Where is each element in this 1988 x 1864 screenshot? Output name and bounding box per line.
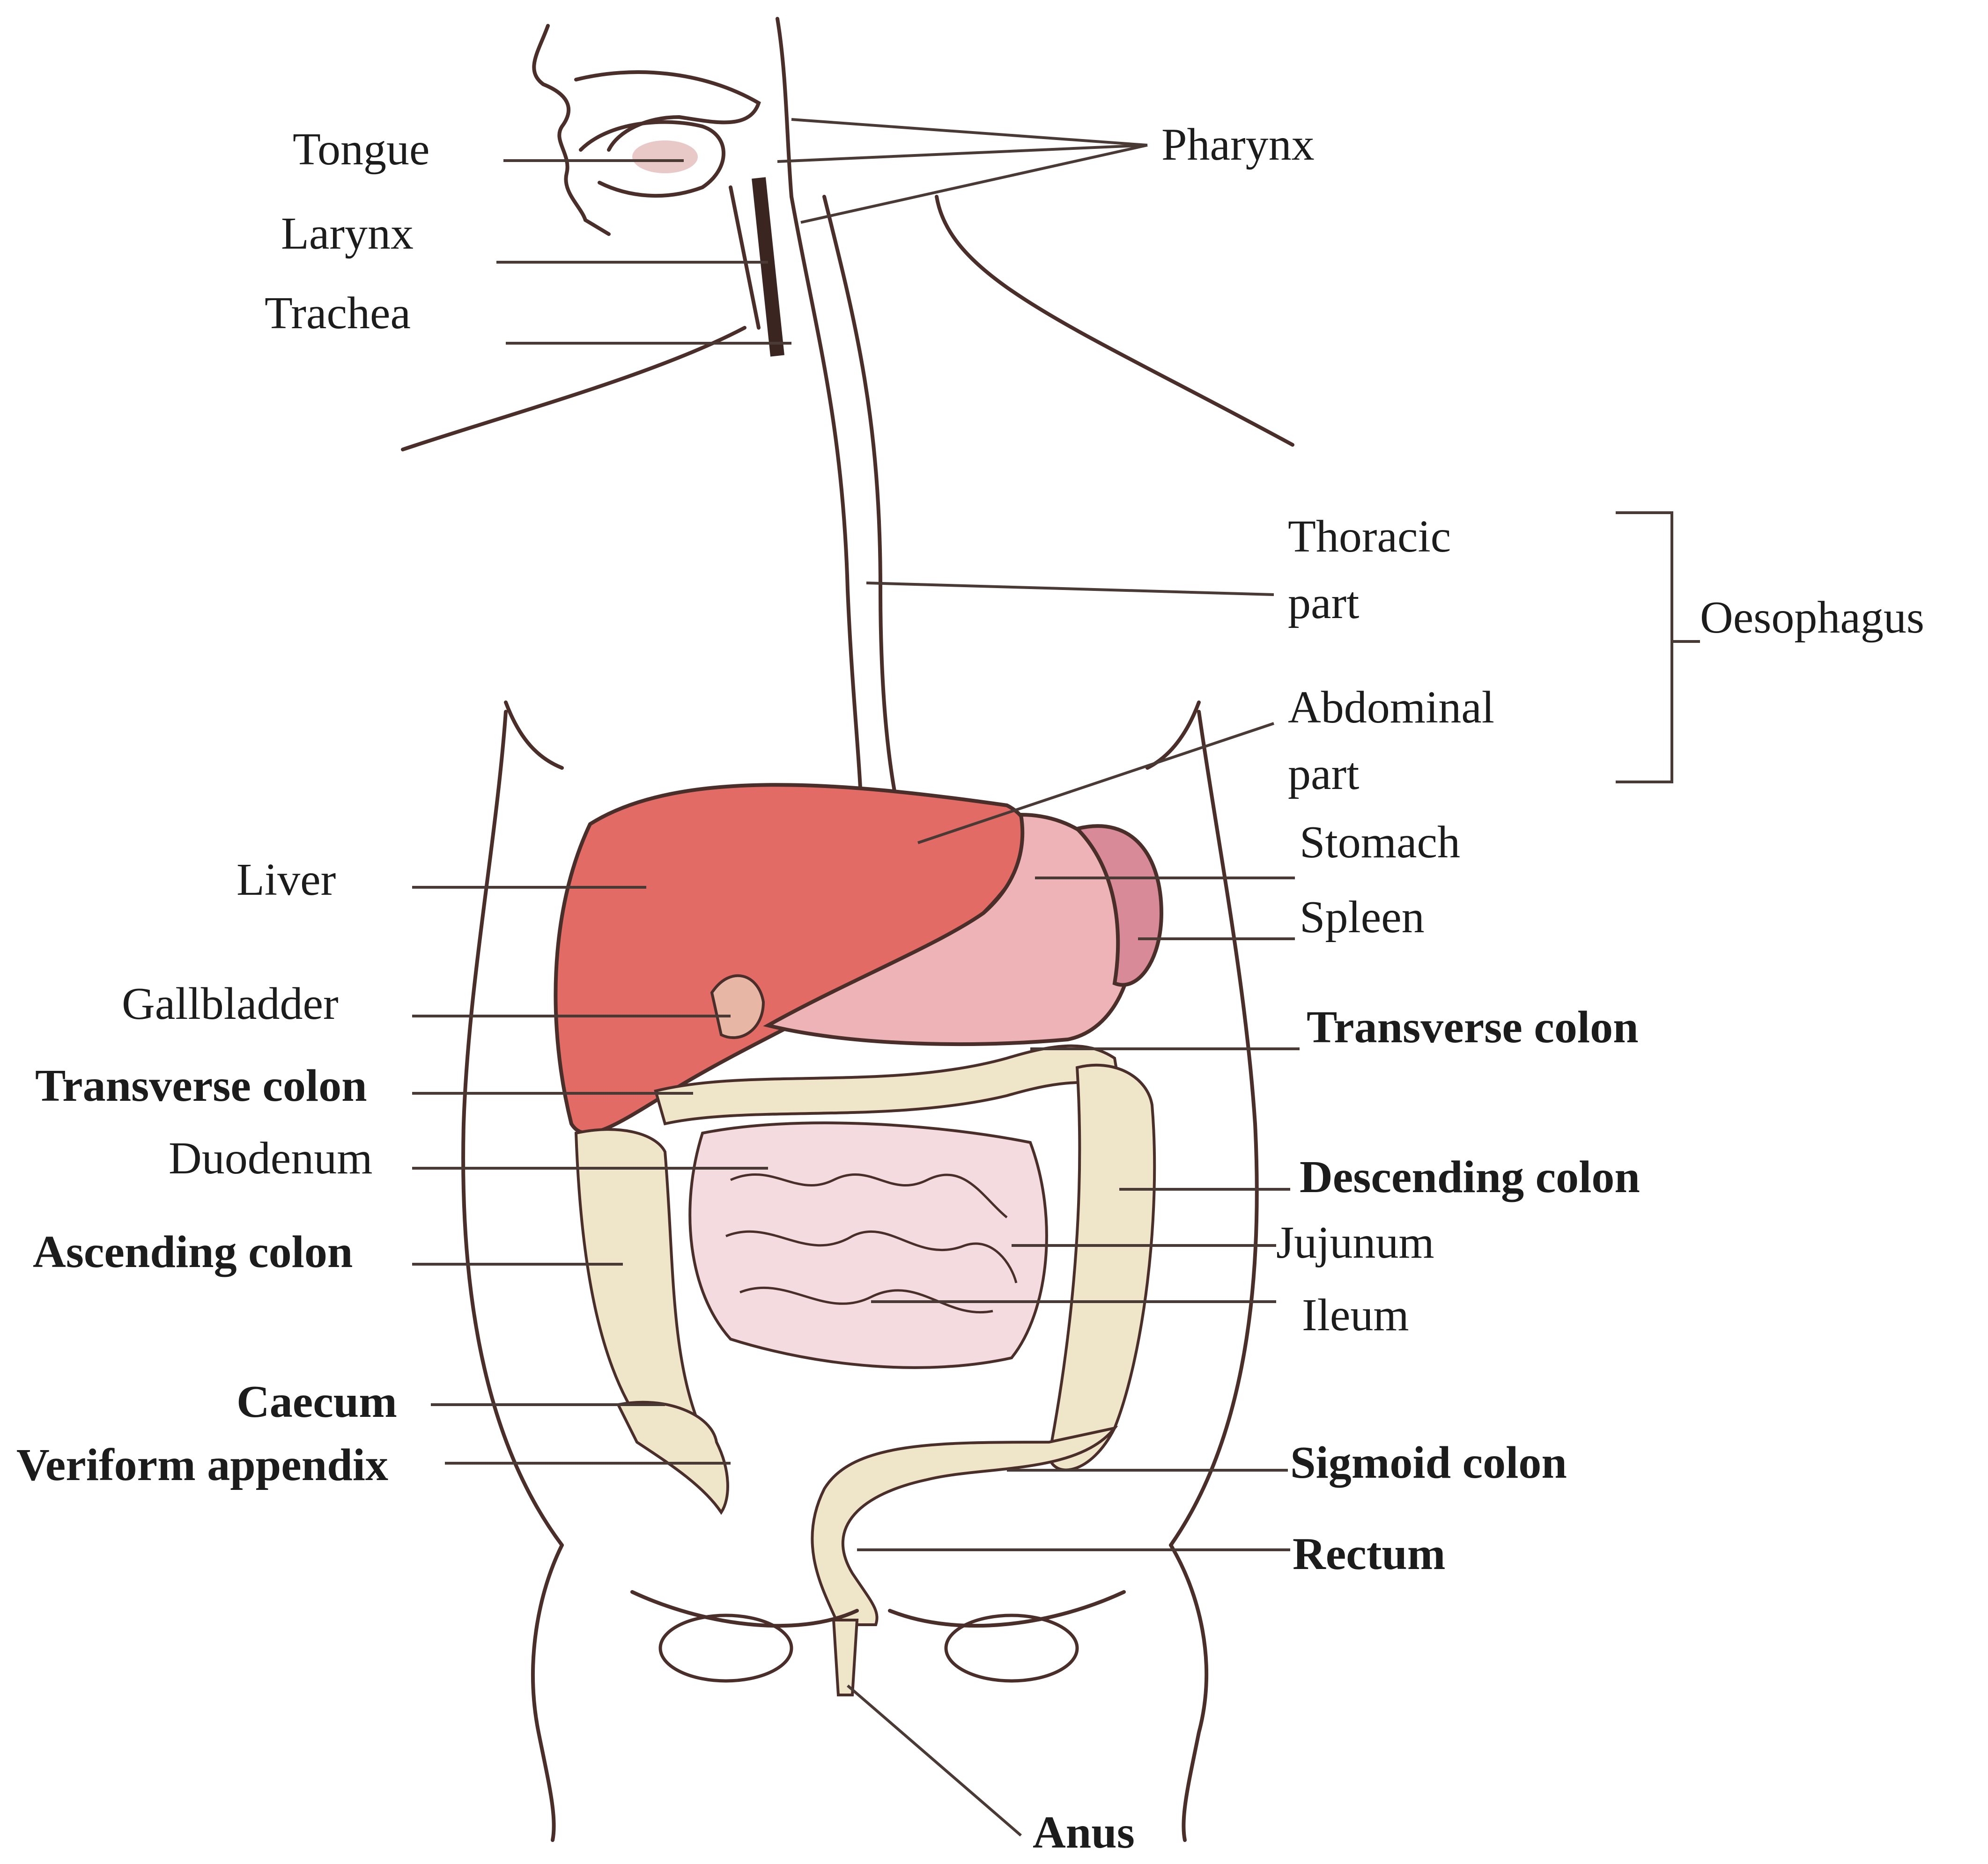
descending-colon-shape [1049, 1065, 1154, 1470]
pelvis-left [533, 1545, 562, 1840]
label-oesophagus: Oesophagus [1700, 592, 1924, 644]
neck-back [777, 19, 791, 197]
label-ascending-colon: Ascending colon [33, 1227, 353, 1278]
label-liver: Liver [236, 855, 336, 906]
label-rectum: Rectum [1293, 1529, 1446, 1580]
label-pharynx: Pharynx [1161, 119, 1315, 171]
label-stomach: Stomach [1300, 817, 1460, 869]
label-trachea: Trachea [265, 288, 411, 339]
label-spleen: Spleen [1300, 892, 1425, 943]
leader-pharynx-1 [791, 119, 1147, 145]
obturator-left [660, 1615, 791, 1681]
leader-pharynx-2 [777, 145, 1147, 162]
torso-right [1171, 712, 1257, 1545]
label-caecum: Caecum [236, 1377, 397, 1428]
label-tongue: Tongue [293, 124, 430, 176]
trachea-shape [759, 178, 777, 356]
rib-left [506, 702, 562, 768]
rectum-anal-canal [834, 1620, 857, 1695]
nasal-cavity [576, 72, 759, 150]
label-transverse-colon-right: Transverse colon [35, 1061, 367, 1112]
caecum-shape [618, 1402, 728, 1512]
label-larynx: Larynx [281, 208, 414, 260]
label-abdominal-part: Abdominal part [1288, 674, 1494, 807]
shoulder-left [403, 328, 745, 449]
leader-pharynx-3 [801, 145, 1147, 222]
oesophagus-tube-left [791, 197, 862, 833]
neck-front [731, 187, 759, 328]
torso-left [463, 712, 562, 1545]
sigmoid-colon-shape [812, 1428, 1115, 1625]
label-sigmoid-colon: Sigmoid colon [1290, 1437, 1567, 1489]
label-jujunum: Jujunum [1276, 1217, 1434, 1269]
shoulder-right [937, 197, 1293, 445]
label-descending-colon: Descending colon [1300, 1152, 1640, 1203]
tongue-shape [632, 140, 698, 173]
label-anus: Anus [1033, 1807, 1135, 1859]
gallbladder-shape [712, 976, 763, 1038]
label-thoracic-part: Thoracic part [1288, 503, 1451, 636]
leader-anus [848, 1686, 1021, 1835]
label-ileum: Ileum [1302, 1290, 1409, 1341]
pelvis-right [1171, 1545, 1206, 1840]
label-gallbladder: Gallbladder [122, 979, 339, 1030]
label-transverse-colon-left: Transverse colon [1307, 1002, 1639, 1054]
label-duodenum: Duodenum [169, 1133, 373, 1185]
label-veriform-appendix: Veriform appendix [16, 1440, 388, 1491]
leader-thoracic-part [866, 583, 1274, 595]
head-outline [534, 26, 609, 234]
oesophagus-tube-right [824, 197, 899, 815]
oesophagus-bracket [1616, 513, 1700, 782]
small-intestine-shape [690, 1123, 1047, 1368]
